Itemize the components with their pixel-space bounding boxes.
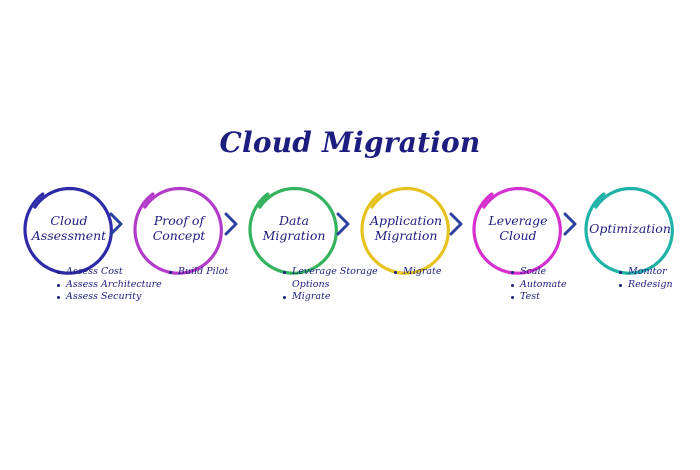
list-item: Leverage Storage — [282, 266, 378, 279]
stage-label: Leverage Cloud — [466, 184, 570, 276]
ring-stroke — [584, 186, 674, 275]
stage-label-line1: Optimization — [589, 220, 671, 236]
stage-label: Application Migration — [354, 184, 458, 276]
list-item: Build Pilot — [168, 266, 228, 279]
chevron-right-icon — [449, 212, 463, 236]
bullet-list-data-migration: Leverage Storage Options Migrate — [282, 266, 378, 304]
ring-stroke — [248, 186, 338, 275]
stage-label-line2: Concept — [152, 228, 206, 243]
stage-label-line2: Migration — [262, 228, 326, 243]
bullet-list-application-migration: Migrate — [393, 266, 442, 279]
stage-cloud-assessment: Cloud Assessment — [23, 184, 115, 276]
stage-label: Cloud Assessment — [17, 184, 121, 276]
bullet-list-optimization: Monitor Redesign — [618, 266, 673, 291]
stage-label-line1: Application — [369, 213, 443, 228]
chevron-right-icon — [109, 212, 123, 236]
stage-label-line1: Proof of — [153, 213, 205, 228]
chevron-right-icon — [336, 212, 350, 236]
list-item: Migrate — [393, 266, 442, 279]
list-item: Assess Security — [56, 291, 162, 304]
stage-label: Optimization — [578, 184, 682, 276]
stage-label: Data Migration — [242, 184, 346, 276]
list-item: Scale — [510, 266, 567, 279]
stage-ring — [472, 186, 562, 275]
stage-ring — [248, 186, 338, 275]
list-item: Test — [510, 291, 567, 304]
stage-label-line1: Leverage — [488, 213, 548, 228]
diagram-title: Cloud Migration — [219, 126, 481, 159]
list-item: Automate — [510, 279, 567, 292]
stage-application-migration: Application Migration — [360, 184, 452, 276]
chevron-right-icon — [224, 212, 238, 236]
stage-label: Proof of Concept — [127, 184, 231, 276]
stage-ring — [360, 186, 450, 275]
ring-stroke — [133, 186, 223, 275]
list-item: Monitor — [618, 266, 673, 279]
stage-data-migration: Data Migration — [248, 184, 340, 276]
stage-ring — [133, 186, 223, 275]
stage-label-line1: Data — [279, 213, 309, 228]
stage-label-line1: Cloud — [50, 213, 88, 228]
stage-ring — [23, 186, 113, 275]
list-item: Redesign — [618, 279, 673, 292]
chevron-right-icon — [563, 212, 577, 236]
ring-stroke — [360, 186, 450, 275]
list-item: Assess Cost — [56, 266, 162, 279]
ring-stroke — [472, 186, 562, 275]
stage-optimization: Optimization — [584, 184, 676, 276]
list-item: Assess Architecture — [56, 279, 162, 292]
bullet-list-proof-of-concept: Build Pilot — [168, 266, 228, 279]
stage-ring — [584, 186, 674, 275]
stage-proof-of-concept: Proof of Concept — [133, 184, 225, 276]
bullet-list-leverage-cloud: Scale Automate Test — [510, 266, 567, 304]
stage-label-line2: Assessment — [31, 228, 107, 243]
stage-label-line2: Migration — [374, 228, 438, 243]
ring-stroke — [23, 186, 113, 275]
stage-label-line2: Cloud — [499, 228, 537, 243]
list-item: Options — [292, 278, 330, 290]
bullet-list-cloud-assessment: Assess Cost Assess Architecture Assess S… — [56, 266, 162, 304]
stage-leverage-cloud: Leverage Cloud — [472, 184, 564, 276]
list-item: Migrate — [282, 291, 378, 304]
